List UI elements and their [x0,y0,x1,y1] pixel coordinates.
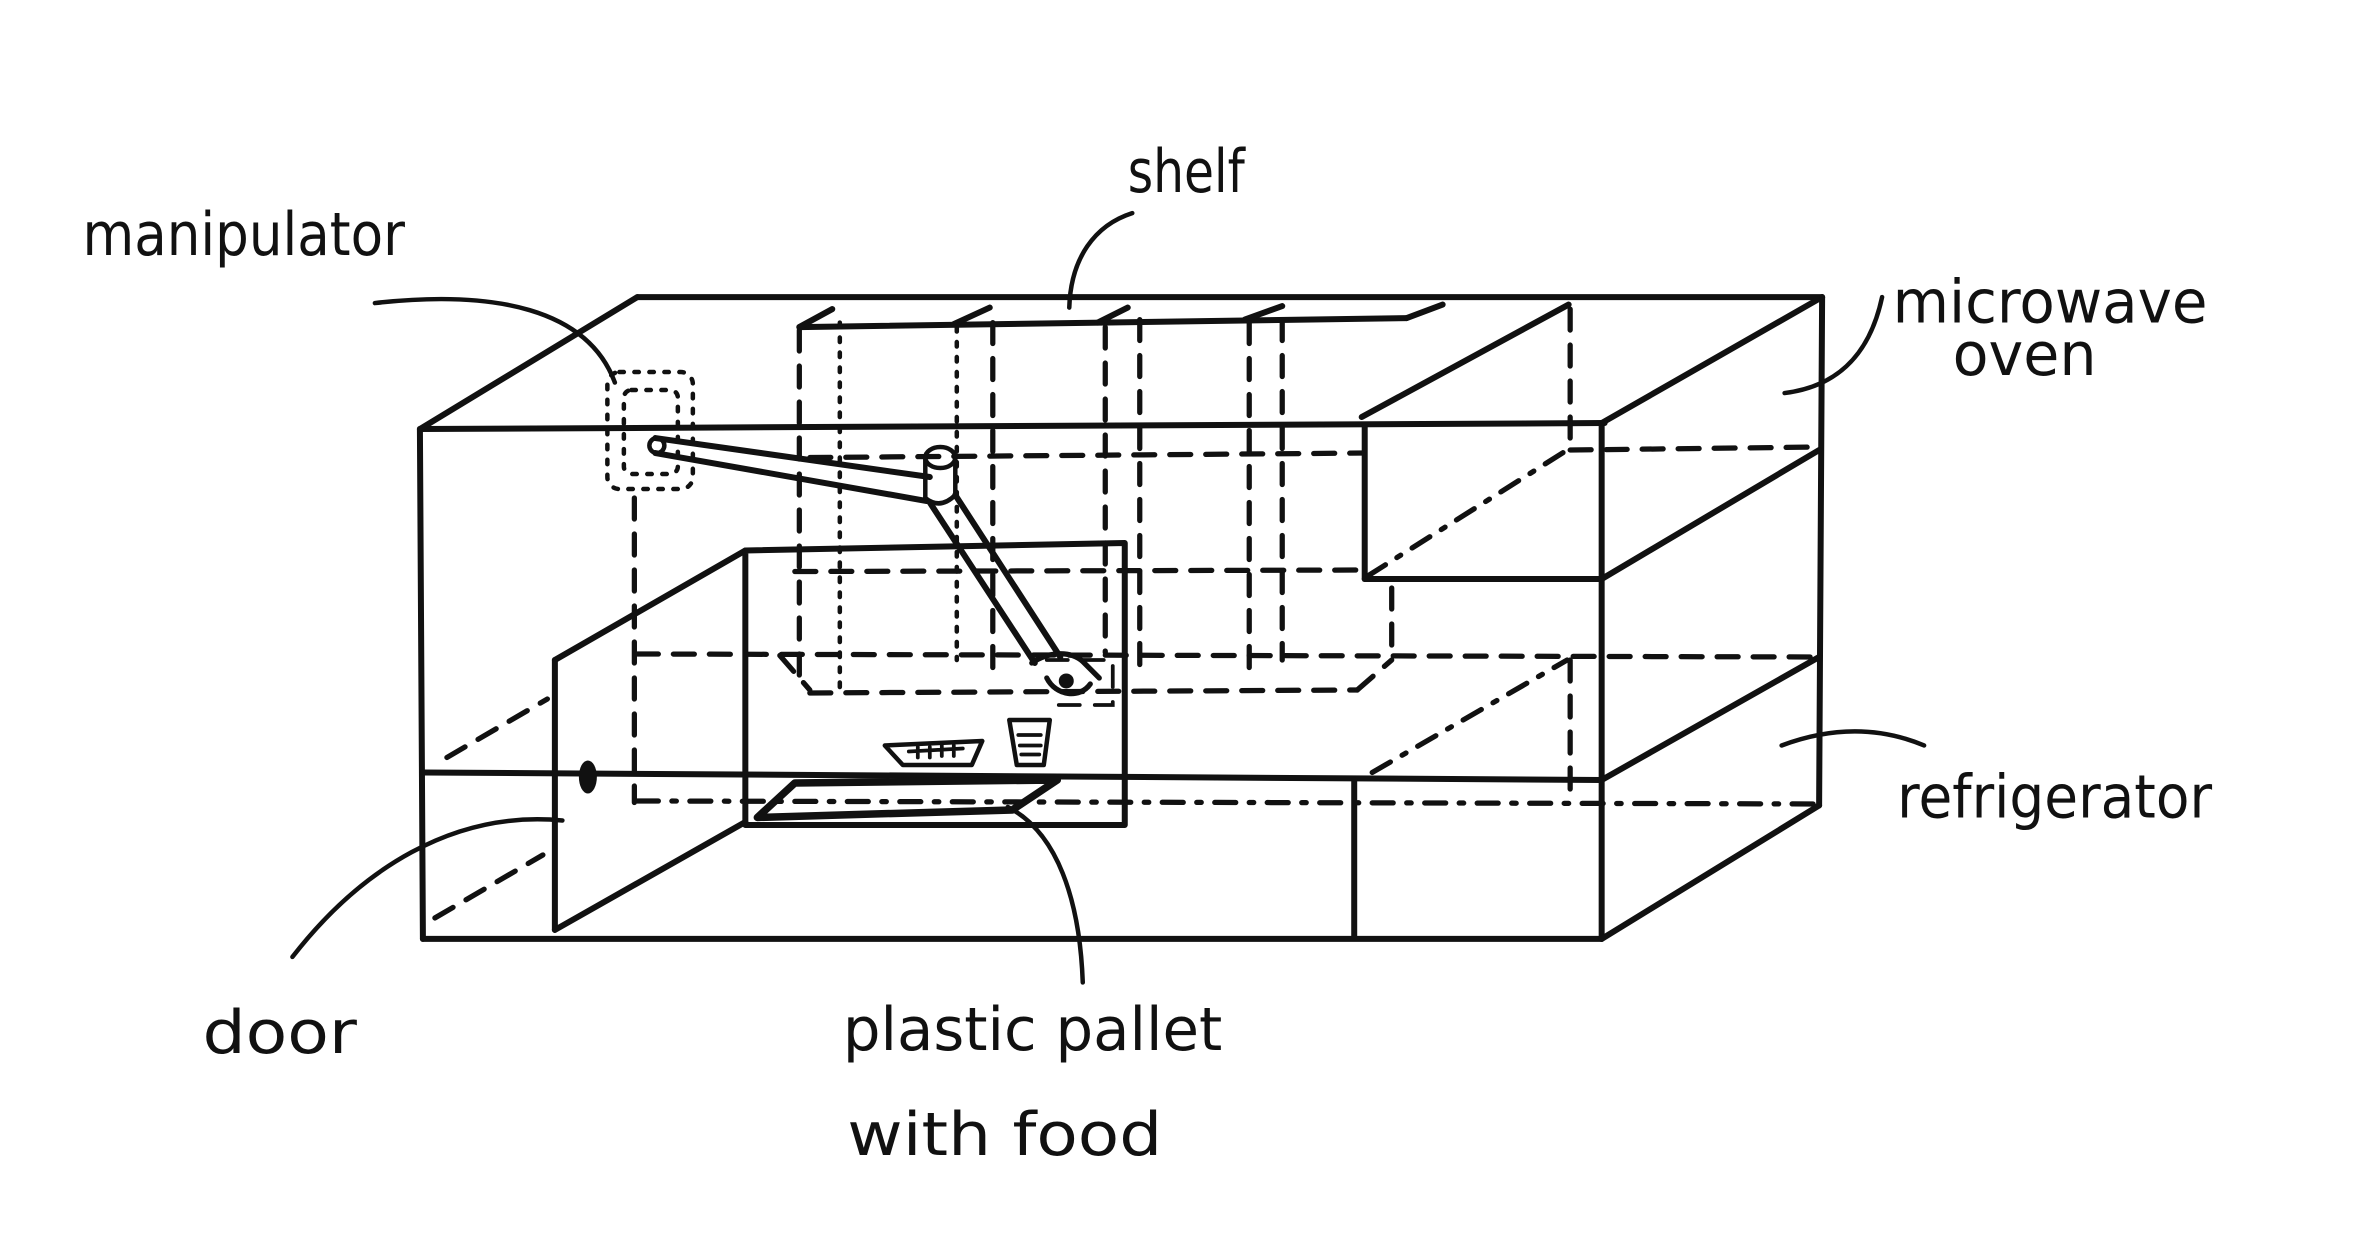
food-tray-contents [906,743,965,760]
manipulator-base-inner [621,387,681,477]
gripper-guide [1044,658,1115,707]
door-bottom-edge [551,818,749,933]
cabinet-left-top-edge [416,294,641,433]
microwave-hidden-bottom-slant [1365,447,1570,579]
elbow-joint-sides [923,455,958,501]
manipulator-leader-line [372,296,618,385]
door [551,547,749,933]
hidden-bottom-left-edge [432,852,546,921]
shelf-bottom-right-slant [1354,657,1395,693]
food-cup [1007,717,1053,768]
refrigerator-label: refrigerator [1897,762,2212,832]
shelf-top-tick [1094,304,1131,326]
labels: manipulator shelf microwave oven refrige… [82,137,2212,1170]
food-tray [882,738,985,768]
food-tray-body [882,738,985,768]
microwave-side-bottom-edge [1598,447,1823,583]
cabinet-right-back-edge [1816,294,1826,809]
refrigerator-hidden-top-slant [1369,657,1570,776]
refrigerator-leader-line [1779,729,1927,748]
manipulator-elbow-joint [923,444,958,506]
shelf-level [792,567,1368,575]
refrigerator [1351,657,1573,939]
microwave-oven-leader-line [1782,294,1885,396]
shelf-level [807,450,1368,461]
plastic-pallet-leader-line [1005,804,1086,985]
plastic-pallet-label-line1: plastic pallet [843,995,1222,1065]
door-leader-line [290,817,565,960]
manipulator-gripper [1029,651,1115,707]
shelf-leader-line [1067,210,1135,310]
shelf-top-tick [1403,301,1446,322]
gripper-wrist [1058,673,1074,689]
shelf [777,301,1446,696]
manipulator-forearm [926,492,1064,666]
cabinet-side-divider [1598,653,1823,783]
hidden-back-mid-edge [634,651,1822,660]
cabinet-left-front-edge [416,426,426,942]
manipulator-label: manipulator [82,200,405,270]
cabinet-top-front-edge [416,420,1608,433]
food-cup-body [1007,717,1053,768]
cabinet-right-bottom-edge [1598,802,1823,942]
manipulator-upper-arm [652,435,933,505]
microwave-hidden-back-bottom [1567,444,1822,453]
door-label: door [202,998,357,1068]
door-handle [578,760,597,794]
shelf-top-tick [796,306,836,331]
door-opening [742,540,1128,828]
microwave-oven [1358,301,1823,583]
hidden-mid-left-edge [444,696,551,761]
food-items [882,717,1053,768]
cabinet-front-divider [419,769,1605,783]
cabinet-right-top-edge [1598,294,1826,427]
shelf-top-tick [1241,303,1286,323]
shelf-top-tick [950,304,993,328]
shelf-bottom-left-slant [777,652,813,693]
manipulator [605,369,1115,707]
leader-lines [290,210,1927,985]
elbow-joint-bottom [923,492,958,506]
plastic-pallet [753,776,1062,822]
door-opening-frame [742,540,1128,828]
manipulator-base-outer [605,369,696,492]
food-cup-contents [1016,733,1043,757]
gripper-jaw [1044,675,1093,697]
door-top-edge [551,547,749,663]
shelf-label: shelf [1128,137,1247,207]
cabinet-outline [416,294,1826,942]
hidden-back-bottom-edge [634,798,1822,807]
plastic-pallet-label-line2: with food [847,1100,1162,1170]
microwave-oven-label-line2: oven [1953,320,2097,390]
microwave-oven-label-line1: microwave [1893,268,2208,338]
pallet-tray [753,776,1062,822]
microwave-top-slant-edge [1358,301,1572,421]
cabinet-hidden-edges [432,495,1822,921]
